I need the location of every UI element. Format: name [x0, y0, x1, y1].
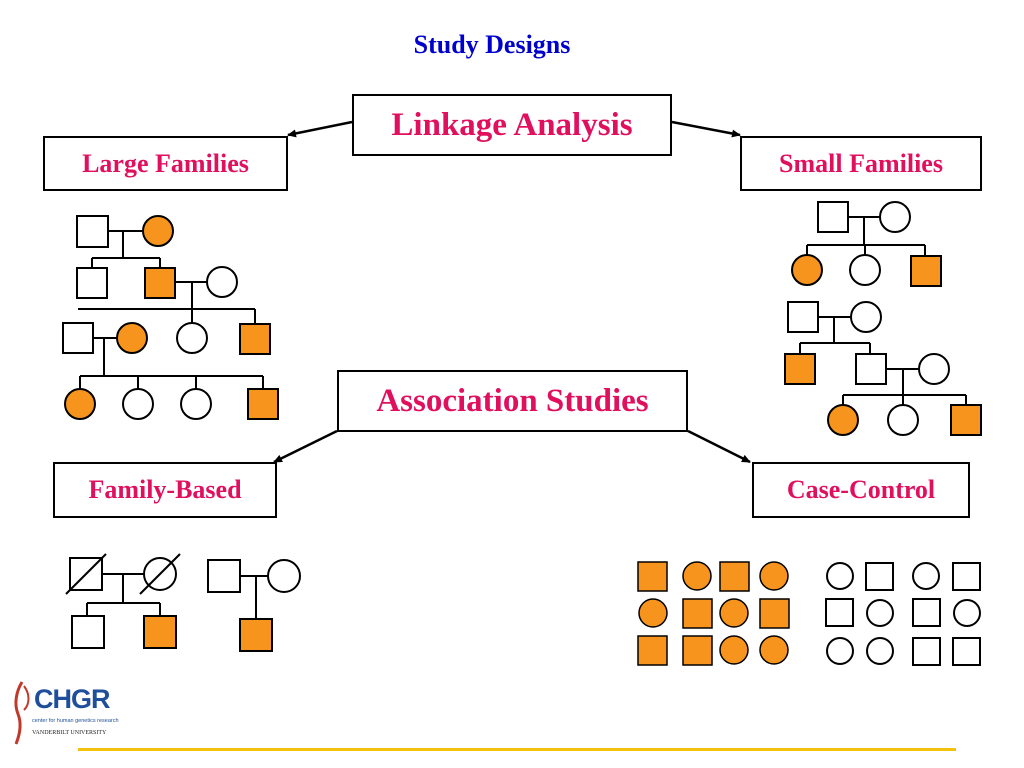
- deceased-slash: [65, 553, 107, 595]
- arrows: [273, 120, 751, 464]
- male-affected: [247, 388, 279, 420]
- male-affected: [239, 323, 271, 355]
- case-male: [682, 598, 713, 629]
- female-unaffected: [267, 559, 301, 593]
- arrow-to-large-families: [287, 120, 353, 138]
- large-family-pedigree: [78, 230, 264, 389]
- small-family-2-members: [784, 301, 982, 436]
- control-female: [866, 637, 894, 665]
- case-male: [719, 561, 750, 592]
- female-unaffected: [206, 266, 238, 298]
- linkage-analysis-box: Linkage Analysis: [352, 94, 672, 156]
- logo-university: VANDERBILT UNIVERSITY: [32, 730, 107, 736]
- male-unaffected: [62, 322, 94, 354]
- female-unaffected: [122, 388, 154, 420]
- male-affected: [144, 267, 176, 299]
- male-unaffected: [71, 615, 105, 649]
- female-unaffected: [850, 301, 882, 333]
- large-family-members: [62, 215, 279, 420]
- case-male: [637, 561, 668, 592]
- female-unaffected: [180, 388, 212, 420]
- control-male: [825, 598, 854, 627]
- control-female: [826, 562, 854, 590]
- case-female: [719, 635, 749, 665]
- case-female: [759, 635, 789, 665]
- control-male: [912, 598, 941, 627]
- male-affected: [910, 255, 942, 287]
- case-male: [682, 635, 713, 666]
- control-male: [865, 562, 894, 591]
- female-affected: [827, 404, 859, 436]
- female-unaffected: [918, 353, 950, 385]
- male-unaffected: [787, 301, 819, 333]
- controls-grid: [825, 562, 981, 666]
- case-female: [719, 598, 749, 628]
- family-based-lines: [86, 573, 268, 619]
- slide-title: Study Designs: [413, 30, 571, 59]
- logo-name: CHGR: [34, 684, 110, 714]
- female-affected: [791, 254, 823, 286]
- male-unaffected: [855, 353, 887, 385]
- chgr-logo: CHGR center for human genetics research …: [10, 680, 120, 750]
- small-family-1-members: [791, 201, 942, 287]
- logo-subtitle: center for human genetics research: [32, 718, 119, 724]
- arrow-to-small-families: [671, 120, 741, 138]
- footer-divider: [78, 748, 956, 751]
- control-female: [826, 637, 854, 665]
- cases-grid: [637, 561, 790, 666]
- female-affected: [116, 322, 148, 354]
- male-affected: [784, 353, 816, 385]
- case-female: [759, 561, 789, 591]
- control-female: [866, 599, 894, 627]
- control-female: [953, 599, 981, 627]
- control-female: [912, 562, 940, 590]
- case-male: [637, 635, 668, 666]
- female-unaffected: [879, 201, 911, 233]
- male-unaffected: [817, 201, 849, 233]
- female-unaffected: [849, 254, 881, 286]
- female-affected: [142, 215, 174, 247]
- control-male: [912, 637, 941, 666]
- case-female: [682, 561, 712, 591]
- arrow-to-case-control: [687, 429, 751, 464]
- association-studies-box: Association Studies: [337, 370, 688, 432]
- control-male: [952, 637, 981, 666]
- deceased-slash: [139, 553, 181, 595]
- male-affected: [239, 618, 273, 652]
- family-based-members: [65, 553, 301, 652]
- family-based-box: Family-Based: [53, 462, 277, 518]
- female-unaffected: [887, 404, 919, 436]
- female-affected: [64, 388, 96, 420]
- case-male: [759, 598, 790, 629]
- control-male: [952, 562, 981, 591]
- small-family-1-lines: [806, 216, 926, 256]
- case-control-box: Case-Control: [752, 462, 970, 518]
- figure-icon: [14, 681, 30, 745]
- male-unaffected: [207, 559, 241, 593]
- male-unaffected: [76, 267, 108, 299]
- male-unaffected: [76, 215, 109, 248]
- arrow-to-family-based: [273, 429, 338, 464]
- male-affected: [950, 404, 982, 436]
- female-unaffected: [176, 322, 208, 354]
- large-families-box: Large Families: [43, 136, 288, 191]
- male-affected: [143, 615, 177, 649]
- small-families-box: Small Families: [740, 136, 982, 191]
- case-female: [638, 598, 668, 628]
